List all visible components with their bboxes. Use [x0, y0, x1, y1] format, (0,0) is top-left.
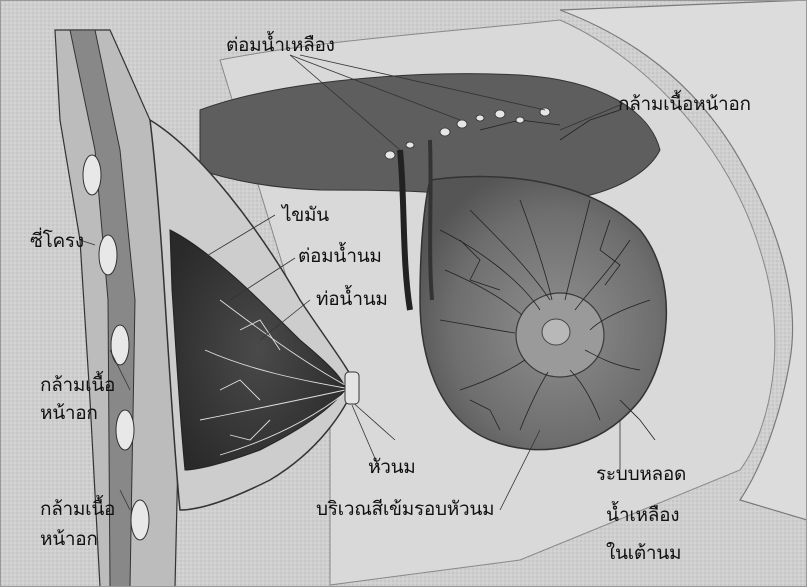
label-fat: ไขมัน — [282, 206, 329, 225]
label-pectoral-muscle-2a: กล้ามเนื้อ — [40, 500, 115, 519]
nipple-shape — [542, 319, 570, 345]
label-pectoral-muscle-1a: กล้ามเนื้อ — [40, 376, 115, 395]
label-pectoral-muscle-2b: หน้าอก — [40, 530, 98, 549]
label-lymphatic-system-1: ระบบหลอด — [596, 465, 686, 484]
label-areola: บริเวณสีเข้มรอบหัวนม — [316, 500, 494, 519]
label-milk-duct: ท่อน้ำนม — [316, 290, 388, 309]
label-pectoral-muscle-1b: หน้าอก — [40, 404, 98, 423]
label-nipple: หัวนม — [368, 458, 416, 477]
label-lymphatic-system-3: ในเต้านม — [606, 544, 681, 563]
label-lymphatic-system-2: น้ำเหลือง — [606, 506, 679, 525]
label-ribs: ซี่โครง — [30, 232, 84, 251]
label-lymph-nodes: ต่อมน้ำเหลือง — [226, 36, 335, 55]
nipple-side — [345, 372, 359, 404]
label-pectoral-muscle-top: กล้ามเนื้อหน้าอก — [618, 95, 751, 114]
label-mammary-gland: ต่อมน้ำนม — [298, 247, 382, 266]
